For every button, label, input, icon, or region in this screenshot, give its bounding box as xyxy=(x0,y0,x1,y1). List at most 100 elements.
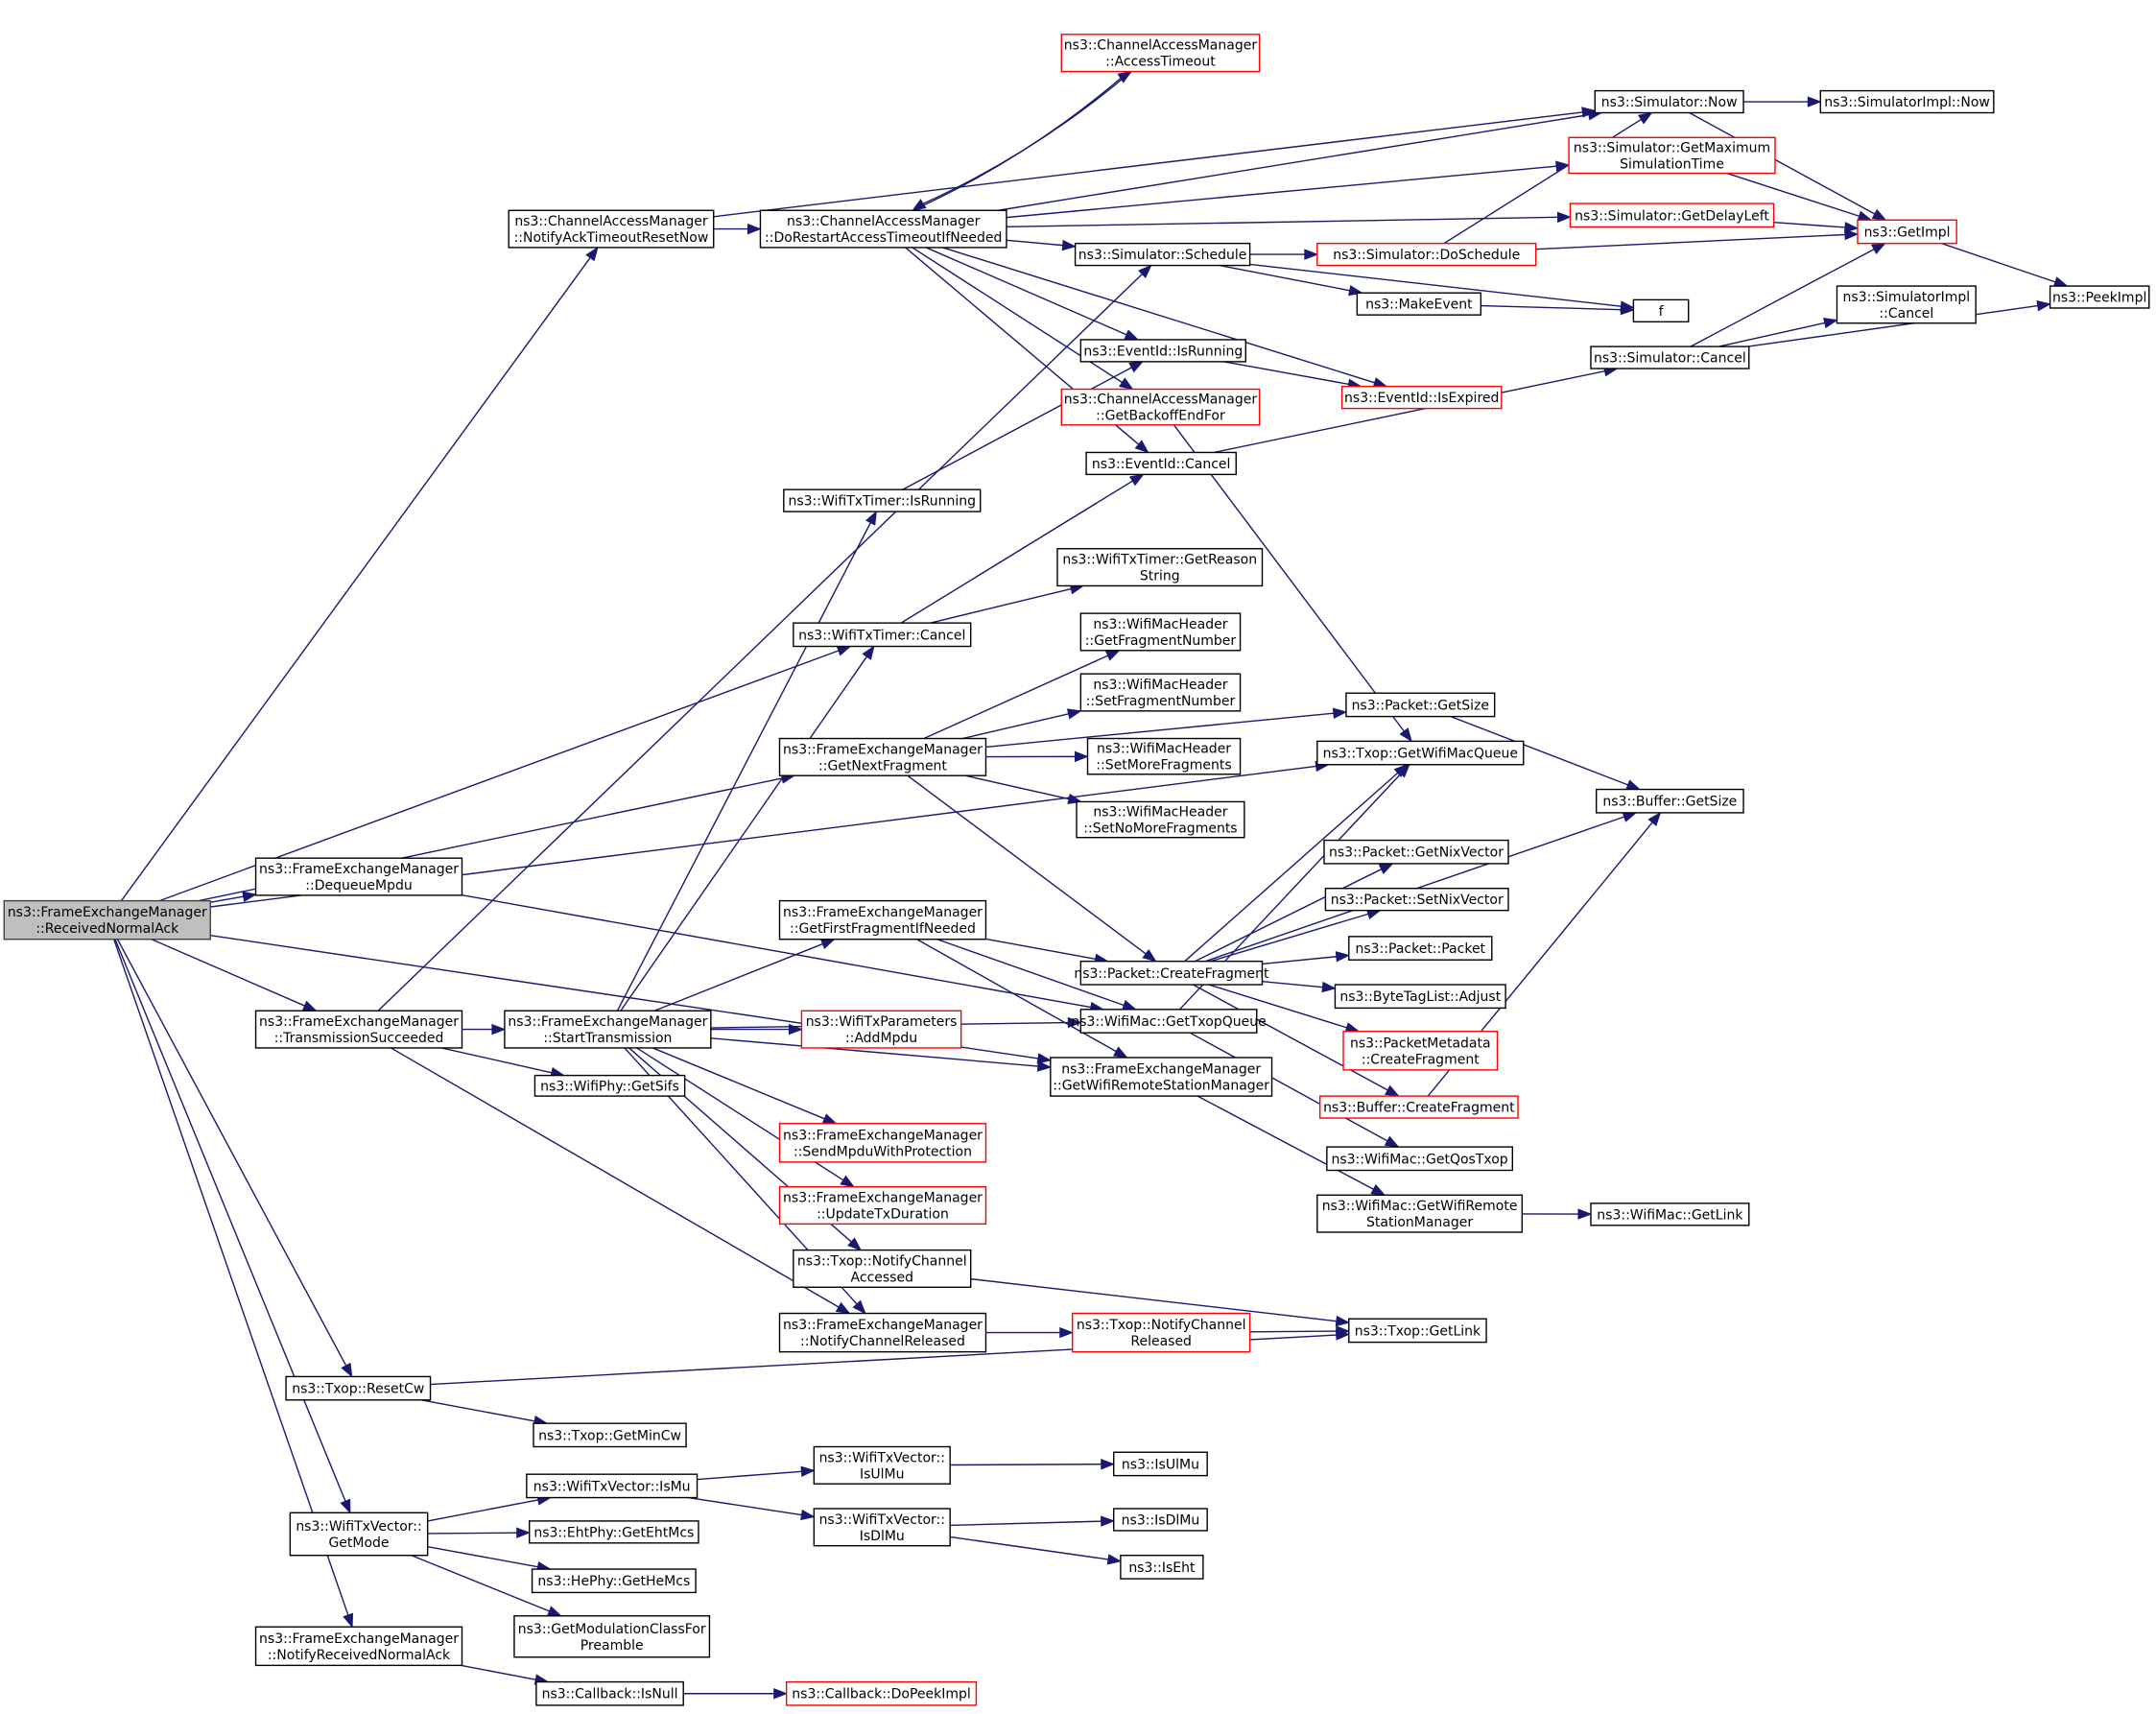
node-byte-tag-adjust[interactable]: ns3::ByteTagList::Adjust xyxy=(1334,984,1506,1010)
edge-get-impl-to-peek-impl xyxy=(1941,242,2056,283)
node-get-he-mcs[interactable]: ns3::HePhy::GetHeMcs xyxy=(531,1568,697,1594)
node-metadata-create-fragment[interactable]: ns3::PacketMetadata::CreateFragment xyxy=(1342,1031,1499,1071)
node-label: ns3::WifiMacHeader xyxy=(1093,617,1227,632)
arrowhead-icon xyxy=(516,1527,532,1538)
node-notify-received-normal-ack[interactable]: ns3::FrameExchangeManager::NotifyReceive… xyxy=(254,1626,463,1667)
node-f[interactable]: f xyxy=(1632,298,1690,323)
node-get-first-fragment[interactable]: ns3::FrameExchangeManager::GetFirstFragm… xyxy=(778,899,987,940)
node-label: ns3::Simulator::GetMaximum xyxy=(1574,140,1770,155)
node-fem-notify-channel-released[interactable]: ns3::FrameExchangeManager::NotifyChannel… xyxy=(778,1312,987,1353)
node-do-schedule[interactable]: ns3::Simulator::DoSchedule xyxy=(1316,242,1537,267)
edge-get-mode-to-get-eht-mcs xyxy=(427,1532,517,1535)
node-notify-ack[interactable]: ns3::ChannelAccessManager::NotifyAckTime… xyxy=(508,209,715,249)
node-get-backoff[interactable]: ns3::ChannelAccessManager::GetBackoffEnd… xyxy=(1060,388,1261,426)
node-get-mode[interactable]: ns3::WifiTxVector::GetMode xyxy=(289,1512,429,1557)
node-packet-packet[interactable]: ns3::Packet::Packet xyxy=(1348,936,1493,961)
node-get-impl[interactable]: ns3::GetImpl xyxy=(1857,219,1957,245)
arrowhead-icon xyxy=(1304,249,1319,260)
node-mac-get-remote-station-mgr[interactable]: ns3::WifiMac::GetWifiRemoteStationManage… xyxy=(1316,1194,1524,1233)
node-event-is-expired[interactable]: ns3::EventId::IsExpired xyxy=(1340,385,1503,410)
node-label: ::GetNextFragment xyxy=(818,758,947,774)
node-get-txop-queue[interactable]: ns3::WifiMac::GetTxopQueue xyxy=(1071,1009,1267,1034)
node-start-transmission[interactable]: ns3::FrameExchangeManager::StartTransmis… xyxy=(504,1010,712,1049)
node-send-mpdu-with-protection[interactable]: ns3::FrameExchangeManager::SendMpduWithP… xyxy=(778,1123,987,1163)
arrowhead-icon xyxy=(819,939,836,950)
node-event-is-running[interactable]: ns3::EventId::IsRunning xyxy=(1079,339,1246,363)
node-sim-impl-now[interactable]: ns3::SimulatorImpl::Now xyxy=(1819,89,1995,114)
edge-create-fragment-to-metadata-create-fragment xyxy=(1208,984,1347,1029)
node-add-mpdu[interactable]: ns3::WifiTxParameters::AddMpdu xyxy=(800,1010,962,1049)
arrowhead-icon xyxy=(301,1000,318,1012)
node-tx-timer-cancel[interactable]: ns3::WifiTxTimer::Cancel xyxy=(793,622,972,648)
node-get-next-fragment[interactable]: ns3::FrameExchangeManager::GetNextFragme… xyxy=(778,737,987,776)
arrowhead-icon xyxy=(1101,1459,1116,1470)
node-get-sifs[interactable]: ns3::WifiPhy::GetSifs xyxy=(533,1074,686,1097)
node-is-eht[interactable]: ns3::IsEht xyxy=(1120,1555,1204,1580)
node-set-nix-vector[interactable]: ns3::Packet::SetNixVector xyxy=(1324,888,1509,912)
node-do-restart[interactable]: ns3::ChannelAccessManager::DoRestartAcce… xyxy=(759,209,1007,249)
node-set-more-fragments[interactable]: ns3::WifiMacHeader::SetMoreFragments xyxy=(1086,737,1242,775)
edge-sim-now-to-get-impl xyxy=(1689,111,1876,215)
arrowhead-icon xyxy=(1844,222,1860,233)
node-box xyxy=(1318,1095,1519,1119)
node-vec-is-dl-mu[interactable]: ns3::WifiTxVector::IsDlMu xyxy=(813,1508,951,1547)
edge-root-to-reset-cw xyxy=(116,939,347,1367)
node-get-qos-txop[interactable]: ns3::WifiMac::GetQosTxop xyxy=(1326,1146,1513,1172)
node-peek-impl[interactable]: ns3::PeekImpl xyxy=(2049,285,2150,309)
edge-schedule-to-make-event xyxy=(1219,264,1350,292)
node-buffer-get-size[interactable]: ns3::Buffer::GetSize xyxy=(1596,788,1744,814)
node-txop-get-link[interactable]: ns3::Txop::GetLink xyxy=(1348,1318,1487,1344)
node-set-no-more-fragments[interactable]: ns3::WifiMacHeader::SetNoMoreFragments xyxy=(1076,800,1245,839)
node-get-delay-left[interactable]: ns3::Simulator::GetDelayLeft xyxy=(1569,202,1775,228)
node-label: ::DoRestartAccessTimeoutIfNeeded xyxy=(765,230,1002,246)
arrowhead-icon xyxy=(1870,242,1886,255)
node-callback-is-null[interactable]: ns3::Callback::IsNull xyxy=(535,1680,684,1706)
node-packet-get-size[interactable]: ns3::Packet::GetSize xyxy=(1345,692,1496,718)
node-schedule[interactable]: ns3::Simulator::Schedule xyxy=(1074,242,1251,267)
node-sim-impl-cancel[interactable]: ns3::SimulatorImpl::Cancel xyxy=(1836,285,1977,324)
node-label: ns3::Txop::NotifyChannel xyxy=(1077,1318,1246,1333)
node-txop-notify-channel-released[interactable]: ns3::Txop::NotifyChannelReleased xyxy=(1072,1312,1251,1353)
node-buffer-create-fragment[interactable]: ns3::Buffer::CreateFragment xyxy=(1318,1095,1519,1119)
node-tx-timer-is-running[interactable]: ns3::WifiTxTimer::IsRunning xyxy=(783,488,982,512)
node-label: ns3::SimulatorImpl::Now xyxy=(1824,95,1990,110)
node-do-peek-impl[interactable]: ns3::Callback::DoPeekImpl xyxy=(785,1680,978,1706)
node-is-dl-mu[interactable]: ns3::IsDlMu xyxy=(1113,1508,1208,1532)
node-get-fragment-number[interactable]: ns3::WifiMacHeader::GetFragmentNumber xyxy=(1079,612,1242,652)
node-is-mu[interactable]: ns3::WifiTxVector::IsMu xyxy=(526,1473,699,1499)
node-event-cancel[interactable]: ns3::EventId::Cancel xyxy=(1085,451,1237,476)
node-create-fragment[interactable]: ns3::Packet::CreateFragment xyxy=(1074,960,1269,986)
node-vec-is-ul-mu[interactable]: ns3::WifiTxVector::IsUlMu xyxy=(813,1445,951,1485)
node-box xyxy=(1342,1031,1499,1071)
node-root[interactable]: ns3::FrameExchangeManager::ReceivedNorma… xyxy=(3,899,211,940)
node-get-eht-mcs[interactable]: ns3::EhtPhy::GetEhtMcs xyxy=(529,1520,699,1544)
node-update-tx-duration[interactable]: ns3::FrameExchangeManager::UpdateTxDurat… xyxy=(778,1185,987,1226)
node-fem-get-remote-station-mgr[interactable]: ns3::FrameExchangeManager::GetWifiRemote… xyxy=(1050,1057,1273,1097)
node-txop-get-wifi-mac-queue[interactable]: ns3::Txop::GetWifiMacQueue xyxy=(1316,740,1525,766)
node-access-timeout[interactable]: ns3::ChannelAccessManager::AccessTimeout xyxy=(1060,34,1261,73)
edge-get-next-fragment-to-packet-get-size xyxy=(985,712,1335,749)
edge-start-transmission-to-get-first-fragment xyxy=(653,942,823,1012)
node-reset-cw[interactable]: ns3::Txop::ResetCw xyxy=(285,1375,432,1401)
node-sim-cancel[interactable]: ns3::Simulator::Cancel xyxy=(1590,345,1750,369)
node-transmission-succeeded[interactable]: ns3::FrameExchangeManager::TransmissionS… xyxy=(254,1010,463,1049)
node-label: ns3::Simulator::GetDelayLeft xyxy=(1575,208,1769,224)
arrowhead-icon xyxy=(343,1612,354,1629)
node-dequeue-mpdu[interactable]: ns3::FrameExchangeManager::DequeueMpdu xyxy=(254,857,463,896)
node-get-min-cw[interactable]: ns3::Txop::GetMinCw xyxy=(533,1422,687,1448)
node-box xyxy=(1323,839,1509,865)
node-sim-now[interactable]: ns3::Simulator::Now xyxy=(1594,89,1744,114)
node-label: Accessed xyxy=(851,1270,913,1285)
node-is-ul-mu[interactable]: ns3::IsUlMu xyxy=(1113,1451,1208,1477)
node-get-nix-vector[interactable]: ns3::Packet::GetNixVector xyxy=(1323,839,1509,865)
node-box xyxy=(504,1010,712,1049)
arrowhead-icon xyxy=(1637,111,1653,125)
node-set-fragment-number[interactable]: ns3::WifiMacHeader::SetFragmentNumber xyxy=(1079,673,1242,712)
node-mac-get-link[interactable]: ns3::WifiMac::GetLink xyxy=(1590,1202,1750,1226)
edge-get-next-fragment-to-get-fragment-number xyxy=(923,655,1108,740)
node-make-event[interactable]: ns3::MakeEvent xyxy=(1356,292,1482,316)
